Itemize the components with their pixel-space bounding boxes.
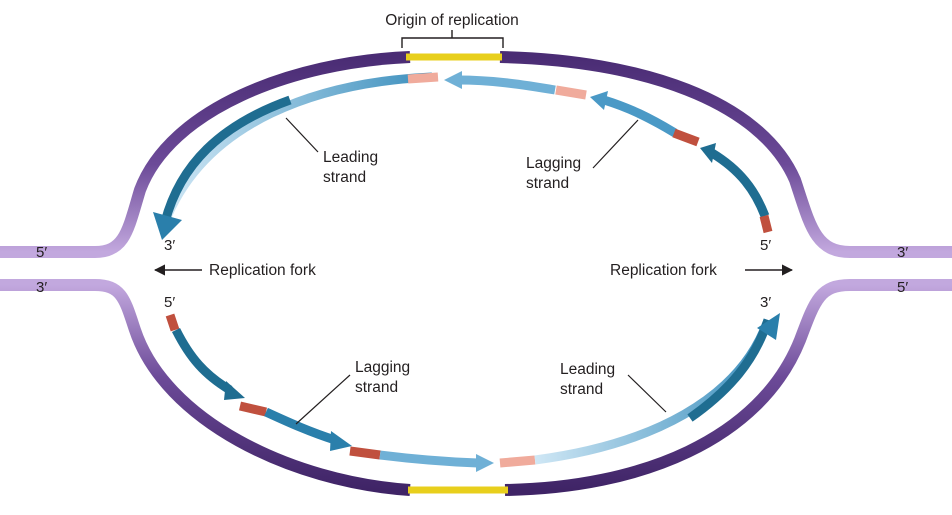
bottom-leading-strand-primer — [499, 455, 536, 468]
end-label-top-right-inner: 5′ — [760, 237, 771, 254]
lagging-strand-top-label: Lagging — [526, 155, 581, 172]
top-leading-strand-arrowhead — [153, 212, 182, 240]
okazaki-fragment — [709, 149, 770, 218]
bottom-leading-strand — [499, 313, 780, 468]
leading-strand-bottom-label-2: strand — [560, 381, 603, 398]
okazaki-fragment — [264, 407, 337, 445]
okazaki-arrowhead — [330, 431, 352, 451]
rna-primer — [759, 214, 773, 234]
end-label-top-left-inner: 3′ — [164, 237, 175, 254]
okazaki-arrowhead — [590, 91, 608, 110]
okazaki-arrowhead — [224, 381, 245, 400]
replication-fork-left-label: Replication fork — [209, 262, 316, 279]
parental-strand-bottom-left — [0, 279, 411, 496]
okazaki-fragment — [379, 450, 479, 468]
end-label-bottom-left-outer: 3′ — [36, 279, 47, 296]
top-lagging-strand — [444, 71, 773, 234]
okazaki-arrowhead — [476, 454, 494, 472]
rna-primer — [165, 313, 180, 332]
end-label-bottom-left-inner: 5′ — [164, 294, 175, 311]
rna-primer — [238, 401, 268, 417]
leader-line-top-leading — [285, 117, 319, 153]
end-label-top-right-outer: 3′ — [897, 244, 908, 261]
okazaki-fragment — [602, 95, 678, 137]
bottom-lagging-strand — [165, 313, 494, 472]
leader-lines — [285, 117, 667, 425]
okazaki-arrowhead — [700, 143, 716, 163]
okazaki-arrowhead — [444, 71, 462, 89]
leader-line-bottom-lagging — [295, 374, 351, 425]
origin-label: Origin of replication — [385, 12, 519, 29]
parental-strand-top-right — [499, 51, 952, 258]
top-leading-strand — [153, 72, 439, 240]
origin-bracket — [401, 30, 504, 48]
top-leading-strand-primer — [407, 72, 439, 84]
parental-strand-bottom-right — [504, 279, 952, 496]
bottom-leading-strand-arrowhead — [757, 313, 780, 340]
okazaki-fragment — [171, 327, 233, 394]
end-label-top-left-outer: 5′ — [36, 244, 47, 261]
leader-line-top-lagging — [592, 119, 639, 169]
leading-strand-top-label-2: strand — [323, 169, 366, 186]
origin-markers — [401, 30, 508, 494]
replication-fork-right-label: Replication fork — [610, 262, 717, 279]
rna-primer — [555, 85, 587, 100]
leading-strand-bottom-label: Leading — [560, 361, 615, 378]
lagging-strand-bottom-label: Lagging — [355, 359, 410, 376]
bottom-leading-strand-shade — [687, 318, 773, 422]
leader-line-bottom-leading — [627, 374, 667, 413]
end-label-bottom-right-inner: 3′ — [760, 294, 771, 311]
lagging-strand-bottom-label-2: strand — [355, 379, 398, 396]
end-label-bottom-right-outer: 5′ — [897, 279, 908, 296]
okazaki-fragment — [457, 75, 556, 95]
parental-strand-top-left — [0, 51, 411, 258]
top-leading-strand-shade — [160, 95, 292, 224]
leading-strand-top-label: Leading — [323, 149, 378, 166]
rna-primer — [672, 128, 700, 147]
parental-strands — [0, 51, 952, 496]
rna-primer — [349, 446, 381, 460]
lagging-strand-top-label-2: strand — [526, 175, 569, 192]
